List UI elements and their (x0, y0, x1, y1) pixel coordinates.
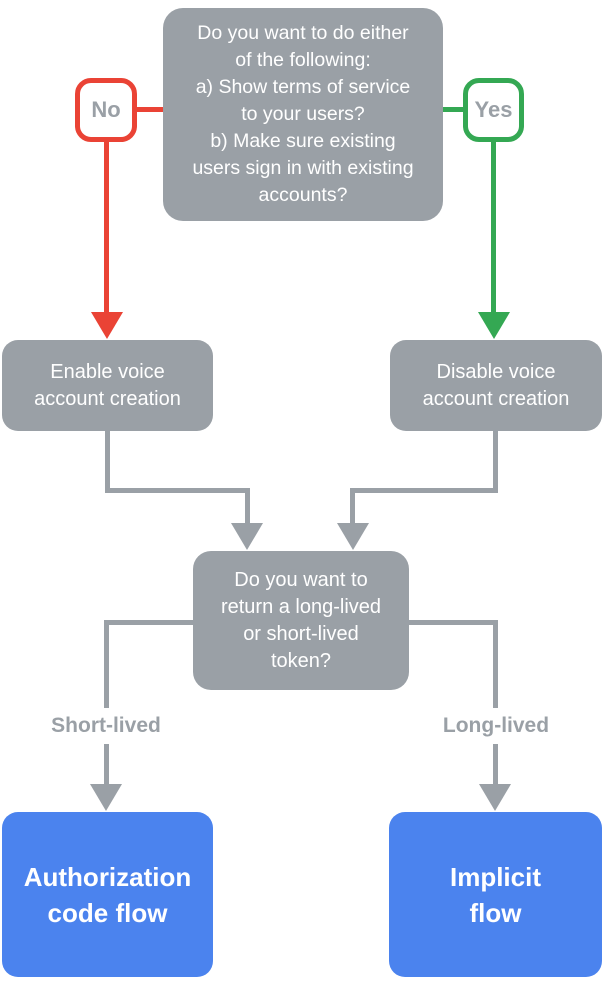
short-lived-label-text: Short-lived (51, 714, 161, 737)
top-question-line: a) Show terms of service (195, 76, 411, 98)
no-badge-label: No (91, 97, 121, 122)
disable-to-token-arrowhead-icon (337, 523, 369, 550)
top-question-line: Do you want to do either (197, 22, 409, 44)
enable-box-line: Enable voice (50, 360, 165, 383)
no-branch-arrowhead-icon (91, 312, 123, 339)
short-lived-arrowhead-icon (90, 784, 122, 811)
node-token-question: Do you want to return a long-lived or sh… (193, 551, 409, 690)
short-lived-horizontal-line (105, 620, 195, 625)
node-top-question: Do you want to do either of the followin… (163, 8, 443, 221)
long-lived-label-text: Long-lived (442, 714, 550, 737)
implicit-flow-line: Implicit (449, 861, 541, 892)
yes-branch-arrowhead-icon (478, 312, 510, 339)
node-enable-voice-account-creation: Enable voice account creation (2, 340, 213, 431)
top-question-line: b) Make sure existing (210, 130, 396, 152)
no-badge: No (75, 78, 137, 142)
top-question-line: accounts? (258, 184, 348, 206)
token-question-line: token? (270, 649, 332, 672)
yes-badge-label: Yes (474, 97, 513, 122)
disable-box-line: Disable voice (436, 360, 556, 383)
yes-branch-horizontal-line (441, 107, 467, 112)
token-question-line: or short-lived (243, 622, 359, 645)
short-lived-vertical-line (104, 620, 109, 786)
node-authorization-code-flow: Authorization code flow (2, 812, 213, 977)
enable-to-token-vertical-line-1 (105, 429, 110, 491)
token-question-line: Do you want to (234, 568, 368, 591)
enable-to-token-arrowhead-icon (231, 523, 263, 550)
top-question-line: to your users? (241, 103, 365, 125)
no-branch-horizontal-line (135, 107, 165, 112)
implicit-flow-line: flow (469, 897, 522, 928)
top-question-line: of the following: (235, 49, 371, 71)
no-branch-vertical-line (104, 140, 109, 313)
node-disable-voice-account-creation: Disable voice account creation (390, 340, 602, 431)
yes-branch-vertical-line (491, 140, 496, 313)
disable-to-token-vertical-line-2 (350, 488, 355, 526)
long-lived-vertical-line (493, 620, 498, 786)
enable-to-token-horizontal-line (105, 488, 250, 493)
disable-box-line: account creation (422, 387, 570, 410)
disable-to-token-vertical-line-1 (493, 429, 498, 491)
short-lived-edge-label: Short-lived (21, 708, 191, 744)
long-lived-arrowhead-icon (479, 784, 511, 811)
long-lived-edge-label: Long-lived (411, 708, 581, 744)
token-question-line: return a long-lived (220, 595, 382, 618)
top-question-line: users sign in with existing (192, 157, 414, 179)
enable-to-token-vertical-line-2 (245, 488, 250, 526)
node-implicit-flow: Implicit flow (389, 812, 602, 977)
auth-code-line: Authorization (23, 861, 192, 892)
long-lived-horizontal-line (408, 620, 498, 625)
disable-to-token-horizontal-line (350, 488, 498, 493)
auth-code-line: code flow (47, 897, 168, 928)
enable-box-line: account creation (34, 387, 181, 410)
yes-badge: Yes (463, 78, 524, 142)
